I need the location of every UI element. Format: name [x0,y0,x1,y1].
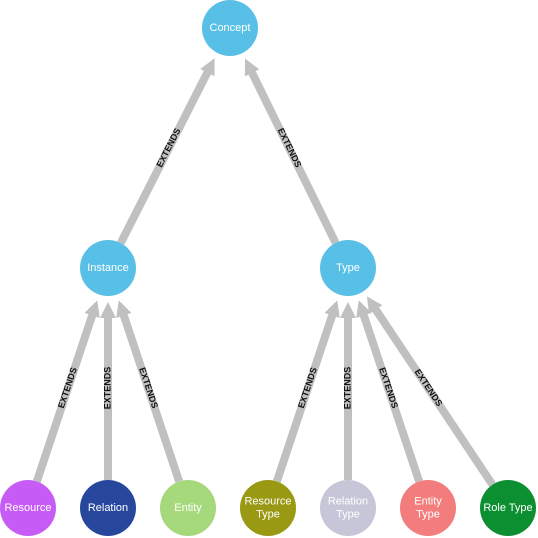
node-label: Instance [87,262,129,274]
node-concept[interactable]: Concept [202,0,258,56]
node-label: Type [416,508,440,520]
node-label: Type [256,508,280,520]
node-circle[interactable] [320,240,376,296]
edge-arrowhead [356,300,372,318]
edge-line [247,69,340,245]
node-circle[interactable] [80,240,136,296]
edge-label: EXTENDS [296,366,319,409]
edge-arrowhead [324,300,340,318]
edge-label: EXTENDS [276,126,304,169]
node-circle[interactable] [400,480,456,536]
edge-resource_type-to-type: EXTENDS [273,300,340,483]
node-label: Concept [210,22,251,34]
edge-arrowhead [100,302,116,318]
edge-line [33,312,97,483]
edge-resource-to-instance: EXTENDS [33,300,100,483]
edge-label: EXTENDS [102,367,112,410]
node-circle[interactable] [320,480,376,536]
edge-label: EXTENDS [154,127,182,169]
node-role-type[interactable]: Role Type [480,480,536,536]
node-entity[interactable]: Entity [160,480,216,536]
node-circle[interactable] [480,480,536,536]
edge-label: EXTENDS [342,367,352,410]
node-label: Role Type [483,502,532,514]
edge-line [119,312,183,483]
edge-relation_type-to-type: EXTENDS [340,302,356,480]
node-label: Entity [414,495,442,507]
node-circle[interactable] [160,480,216,536]
edge-label: EXTENDS [56,366,79,409]
edge-arrowhead [84,300,100,318]
node-circle[interactable] [80,480,136,536]
edge-arrowhead [116,300,132,318]
edge-label: EXTENDS [137,366,160,409]
edge-line [273,312,337,483]
edge-type-to-concept: EXTENDS [244,58,340,245]
edge-line [117,68,212,245]
edge-relation-to-instance: EXTENDS [100,302,116,480]
node-label: Relation [88,502,128,514]
node-circle[interactable] [240,480,296,536]
node-instance[interactable]: Instance [80,240,136,296]
node-type[interactable]: Type [320,240,376,296]
node-circle[interactable] [0,480,56,536]
node-label: Type [336,508,360,520]
edge-entity-to-instance: EXTENDS [116,300,183,483]
edge-line [371,305,496,487]
edge-arrowhead [340,302,356,318]
edge-label: EXTENDS [377,366,400,409]
node-circle[interactable] [202,0,258,56]
edge-instance-to-concept: EXTENDS [117,58,215,245]
node-resource[interactable]: Resource [0,480,56,536]
node-label: Entity [174,502,202,514]
node-label: Relation [328,495,368,507]
edge-arrowhead [200,58,215,77]
node-relation[interactable]: Relation [80,480,136,536]
edge-label: EXTENDS [413,367,445,408]
node-label: Resource [244,495,291,507]
edge-line [359,312,423,483]
node-label: Resource [4,502,51,514]
edge-arrowhead [366,296,383,315]
node-label: Type [336,262,360,274]
edge-arrowhead [244,58,260,77]
